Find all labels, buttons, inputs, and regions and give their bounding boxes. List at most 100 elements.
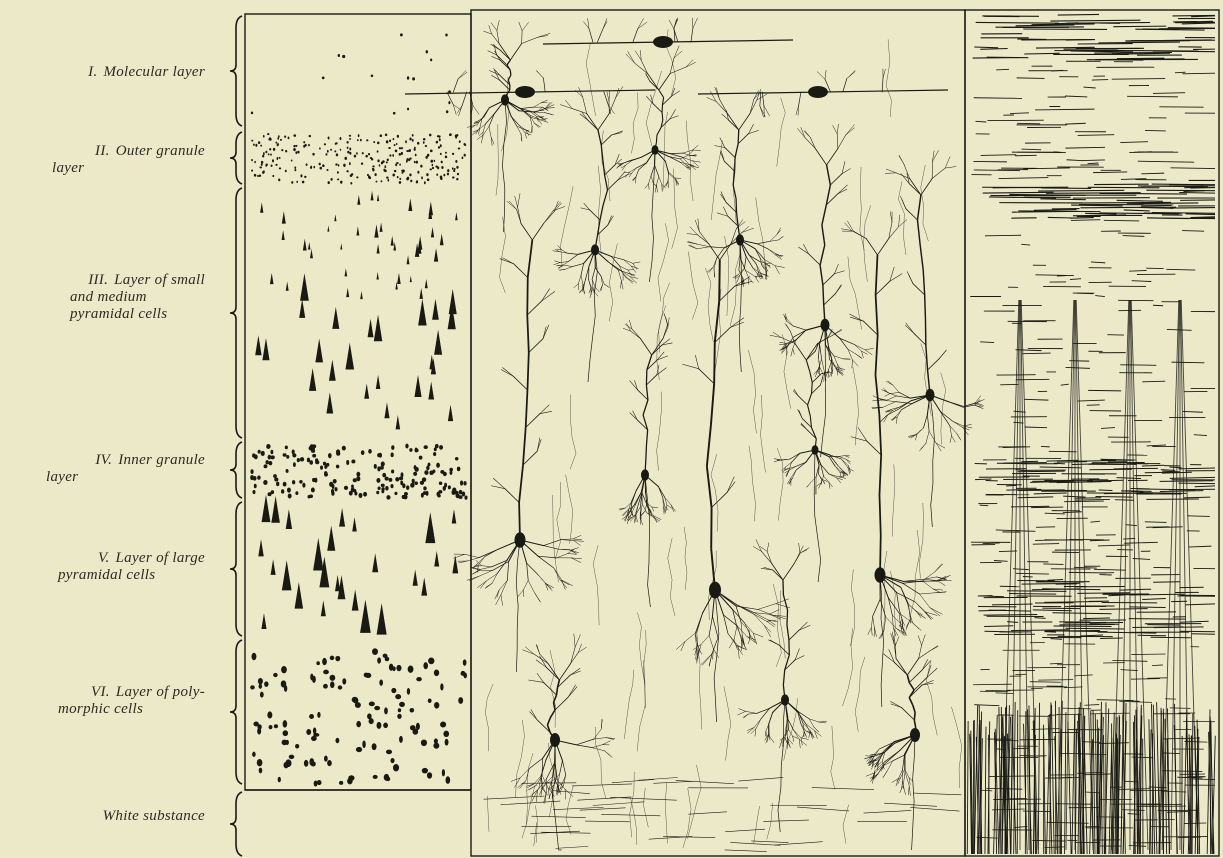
myelinated-fiber — [1190, 188, 1215, 189]
cell-dot — [310, 166, 312, 169]
dendrite — [526, 414, 540, 428]
layer-brace — [230, 502, 242, 636]
radial-fiber-bundle — [1112, 300, 1129, 850]
apical-dendrite — [550, 710, 555, 718]
myelinated-fiber — [1135, 29, 1204, 30]
dendrite — [485, 114, 494, 124]
cell-dot — [273, 148, 275, 151]
cell-dot — [326, 463, 329, 467]
fine-fiber — [688, 252, 690, 267]
cell-dot — [320, 167, 323, 170]
fine-fiber — [487, 684, 493, 698]
dendrite — [676, 641, 685, 649]
myelinated-fiber — [1091, 262, 1105, 263]
pyramidal-cell — [371, 191, 374, 200]
cell-dot — [405, 444, 408, 449]
cell-dot — [399, 178, 401, 180]
myelinated-fiber — [1065, 123, 1085, 124]
fine-fiber — [501, 135, 506, 151]
cell-dot — [323, 684, 328, 689]
cell-dot — [448, 485, 451, 489]
dendrite — [633, 263, 637, 269]
myelinated-fiber — [1034, 210, 1077, 211]
cell-dot — [440, 176, 443, 179]
fine-fiber — [696, 765, 701, 788]
dendrite — [690, 227, 697, 235]
dendrite — [559, 663, 570, 680]
fine-fiber — [507, 111, 509, 135]
cell-dot — [254, 161, 256, 164]
apical-dendrite — [811, 428, 816, 439]
dendrite — [624, 260, 632, 266]
cell-dot — [387, 158, 389, 161]
fine-fiber — [696, 788, 701, 805]
cell-dot — [302, 483, 305, 488]
cell-dot — [443, 486, 446, 491]
cell-dot — [347, 151, 349, 154]
dendrite — [571, 653, 579, 664]
dendrite — [791, 349, 793, 357]
dendrite — [670, 67, 686, 73]
dendrite — [731, 228, 736, 243]
myelinated-fiber — [1021, 244, 1030, 245]
dendrite — [544, 546, 559, 550]
cell-dot — [339, 781, 343, 785]
fine-fiber — [890, 100, 891, 117]
cell-dot — [409, 173, 411, 176]
dendrite — [805, 138, 815, 149]
dendrite — [624, 260, 633, 264]
apical-dendrite — [519, 503, 520, 541]
dendrite — [518, 590, 523, 596]
cell-dot — [258, 450, 261, 454]
cell-dot — [423, 486, 426, 490]
myelinated-fiber — [1024, 399, 1048, 400]
dendrite — [897, 410, 902, 418]
dendrite — [742, 228, 754, 232]
cell-dot — [297, 151, 299, 154]
myelinated-fiber — [1125, 491, 1152, 492]
dendrite — [595, 250, 608, 262]
fine-fiber — [527, 789, 528, 808]
cell-dot — [423, 491, 427, 495]
radial-fiber-bundle — [1011, 300, 1019, 850]
dendrite — [530, 712, 538, 720]
cell-dot — [410, 483, 414, 488]
myelinated-fiber — [1052, 631, 1108, 632]
fine-fiber — [637, 727, 639, 751]
dendrite — [719, 286, 734, 301]
dendrite — [532, 223, 543, 240]
dendrite — [697, 613, 703, 632]
myelinated-fiber — [1038, 680, 1073, 681]
dendrite — [715, 146, 725, 148]
cell-dot — [446, 110, 448, 113]
fine-fiber — [893, 501, 894, 516]
fine-fiber — [624, 721, 626, 739]
dendrite — [583, 97, 587, 113]
neurons-panel — [405, 18, 984, 852]
dendrite — [746, 711, 757, 713]
dendrite — [767, 543, 769, 552]
dendrite — [896, 417, 897, 423]
fine-fiber — [570, 453, 576, 469]
cell-dot — [258, 141, 260, 144]
myelinated-fiber — [1182, 23, 1215, 24]
dendrite — [712, 616, 718, 637]
dendrite — [560, 761, 563, 775]
dendrite — [743, 714, 748, 717]
cell-dot — [354, 155, 356, 158]
dendrite — [913, 284, 925, 295]
dendrite — [740, 268, 745, 275]
dendrite — [541, 292, 554, 302]
myelinated-fiber — [984, 615, 1038, 616]
pyramidal-cell — [434, 330, 442, 355]
fine-fiber — [701, 708, 702, 729]
cell-dot — [464, 496, 467, 500]
myelinated-fiber — [1065, 147, 1105, 148]
dendrite — [883, 742, 894, 753]
cell-dot — [278, 157, 280, 159]
fine-fiber — [855, 294, 858, 309]
dendrite — [812, 374, 821, 383]
cell-dot — [347, 778, 352, 784]
fine-fiber — [566, 819, 571, 834]
cell-dot — [381, 490, 384, 493]
